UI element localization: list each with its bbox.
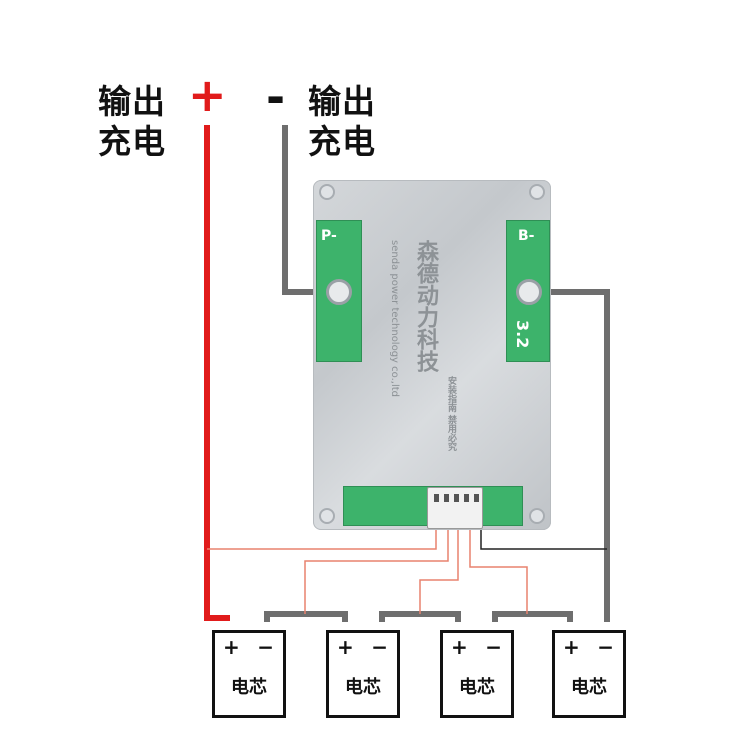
balance-wire-3	[419, 520, 459, 614]
battery-cell-2: + − 电芯	[326, 630, 400, 718]
screw-icon	[319, 508, 335, 524]
output-minus-label-top: 输出	[308, 82, 376, 121]
series-link-3	[492, 611, 573, 622]
series-link-2	[379, 611, 461, 622]
balance-wire-2	[304, 520, 449, 614]
battery-cell-4: + − 电芯	[552, 630, 626, 718]
negative-terminal-icon: −	[257, 635, 274, 659]
b-minus-label: B-	[518, 228, 535, 244]
positive-terminal-icon: +	[451, 635, 468, 659]
output-plus-label-top: 输出	[98, 82, 166, 121]
cell-label: 电芯	[459, 677, 495, 698]
p-minus-pad	[326, 279, 352, 305]
bms-board: P- B- 森德动力科技 senda power technology co.,…	[313, 180, 551, 530]
balance-connector	[427, 487, 483, 529]
brand-name-cn: 森德动力科技	[413, 240, 438, 372]
battery-negative-wire	[530, 289, 610, 622]
series-link-1	[264, 611, 348, 622]
screw-icon	[529, 508, 545, 524]
negative-terminal-icon: −	[485, 635, 502, 659]
output-plus-label-bottom: 充电	[98, 122, 166, 161]
cell-label: 电芯	[345, 677, 381, 698]
negative-terminal-icon: −	[597, 635, 614, 659]
balance-wire-4	[469, 520, 528, 614]
cell-label: 电芯	[231, 677, 267, 698]
board-warning: 安装指南 禁用必究	[446, 376, 456, 452]
b-minus-pad	[516, 279, 542, 305]
minus-sign-icon: -	[266, 70, 286, 124]
battery-cell-1: + − 电芯	[212, 630, 286, 718]
positive-terminal-icon: +	[563, 635, 580, 659]
output-minus-label-bottom: 充电	[308, 122, 376, 161]
screw-icon	[319, 184, 335, 200]
positive-output-wire	[204, 125, 230, 621]
plus-sign-icon: +	[188, 68, 227, 122]
cell-label: 电芯	[571, 677, 607, 698]
positive-terminal-icon: +	[337, 635, 354, 659]
negative-terminal-icon: −	[371, 635, 388, 659]
board-number: 3.2	[513, 320, 532, 349]
positive-terminal-icon: +	[223, 635, 240, 659]
p-minus-label: P-	[321, 228, 337, 244]
screw-icon	[529, 184, 545, 200]
battery-cell-3: + − 电芯	[440, 630, 514, 718]
brand-name-en: senda power technology co.,ltd	[389, 240, 400, 397]
